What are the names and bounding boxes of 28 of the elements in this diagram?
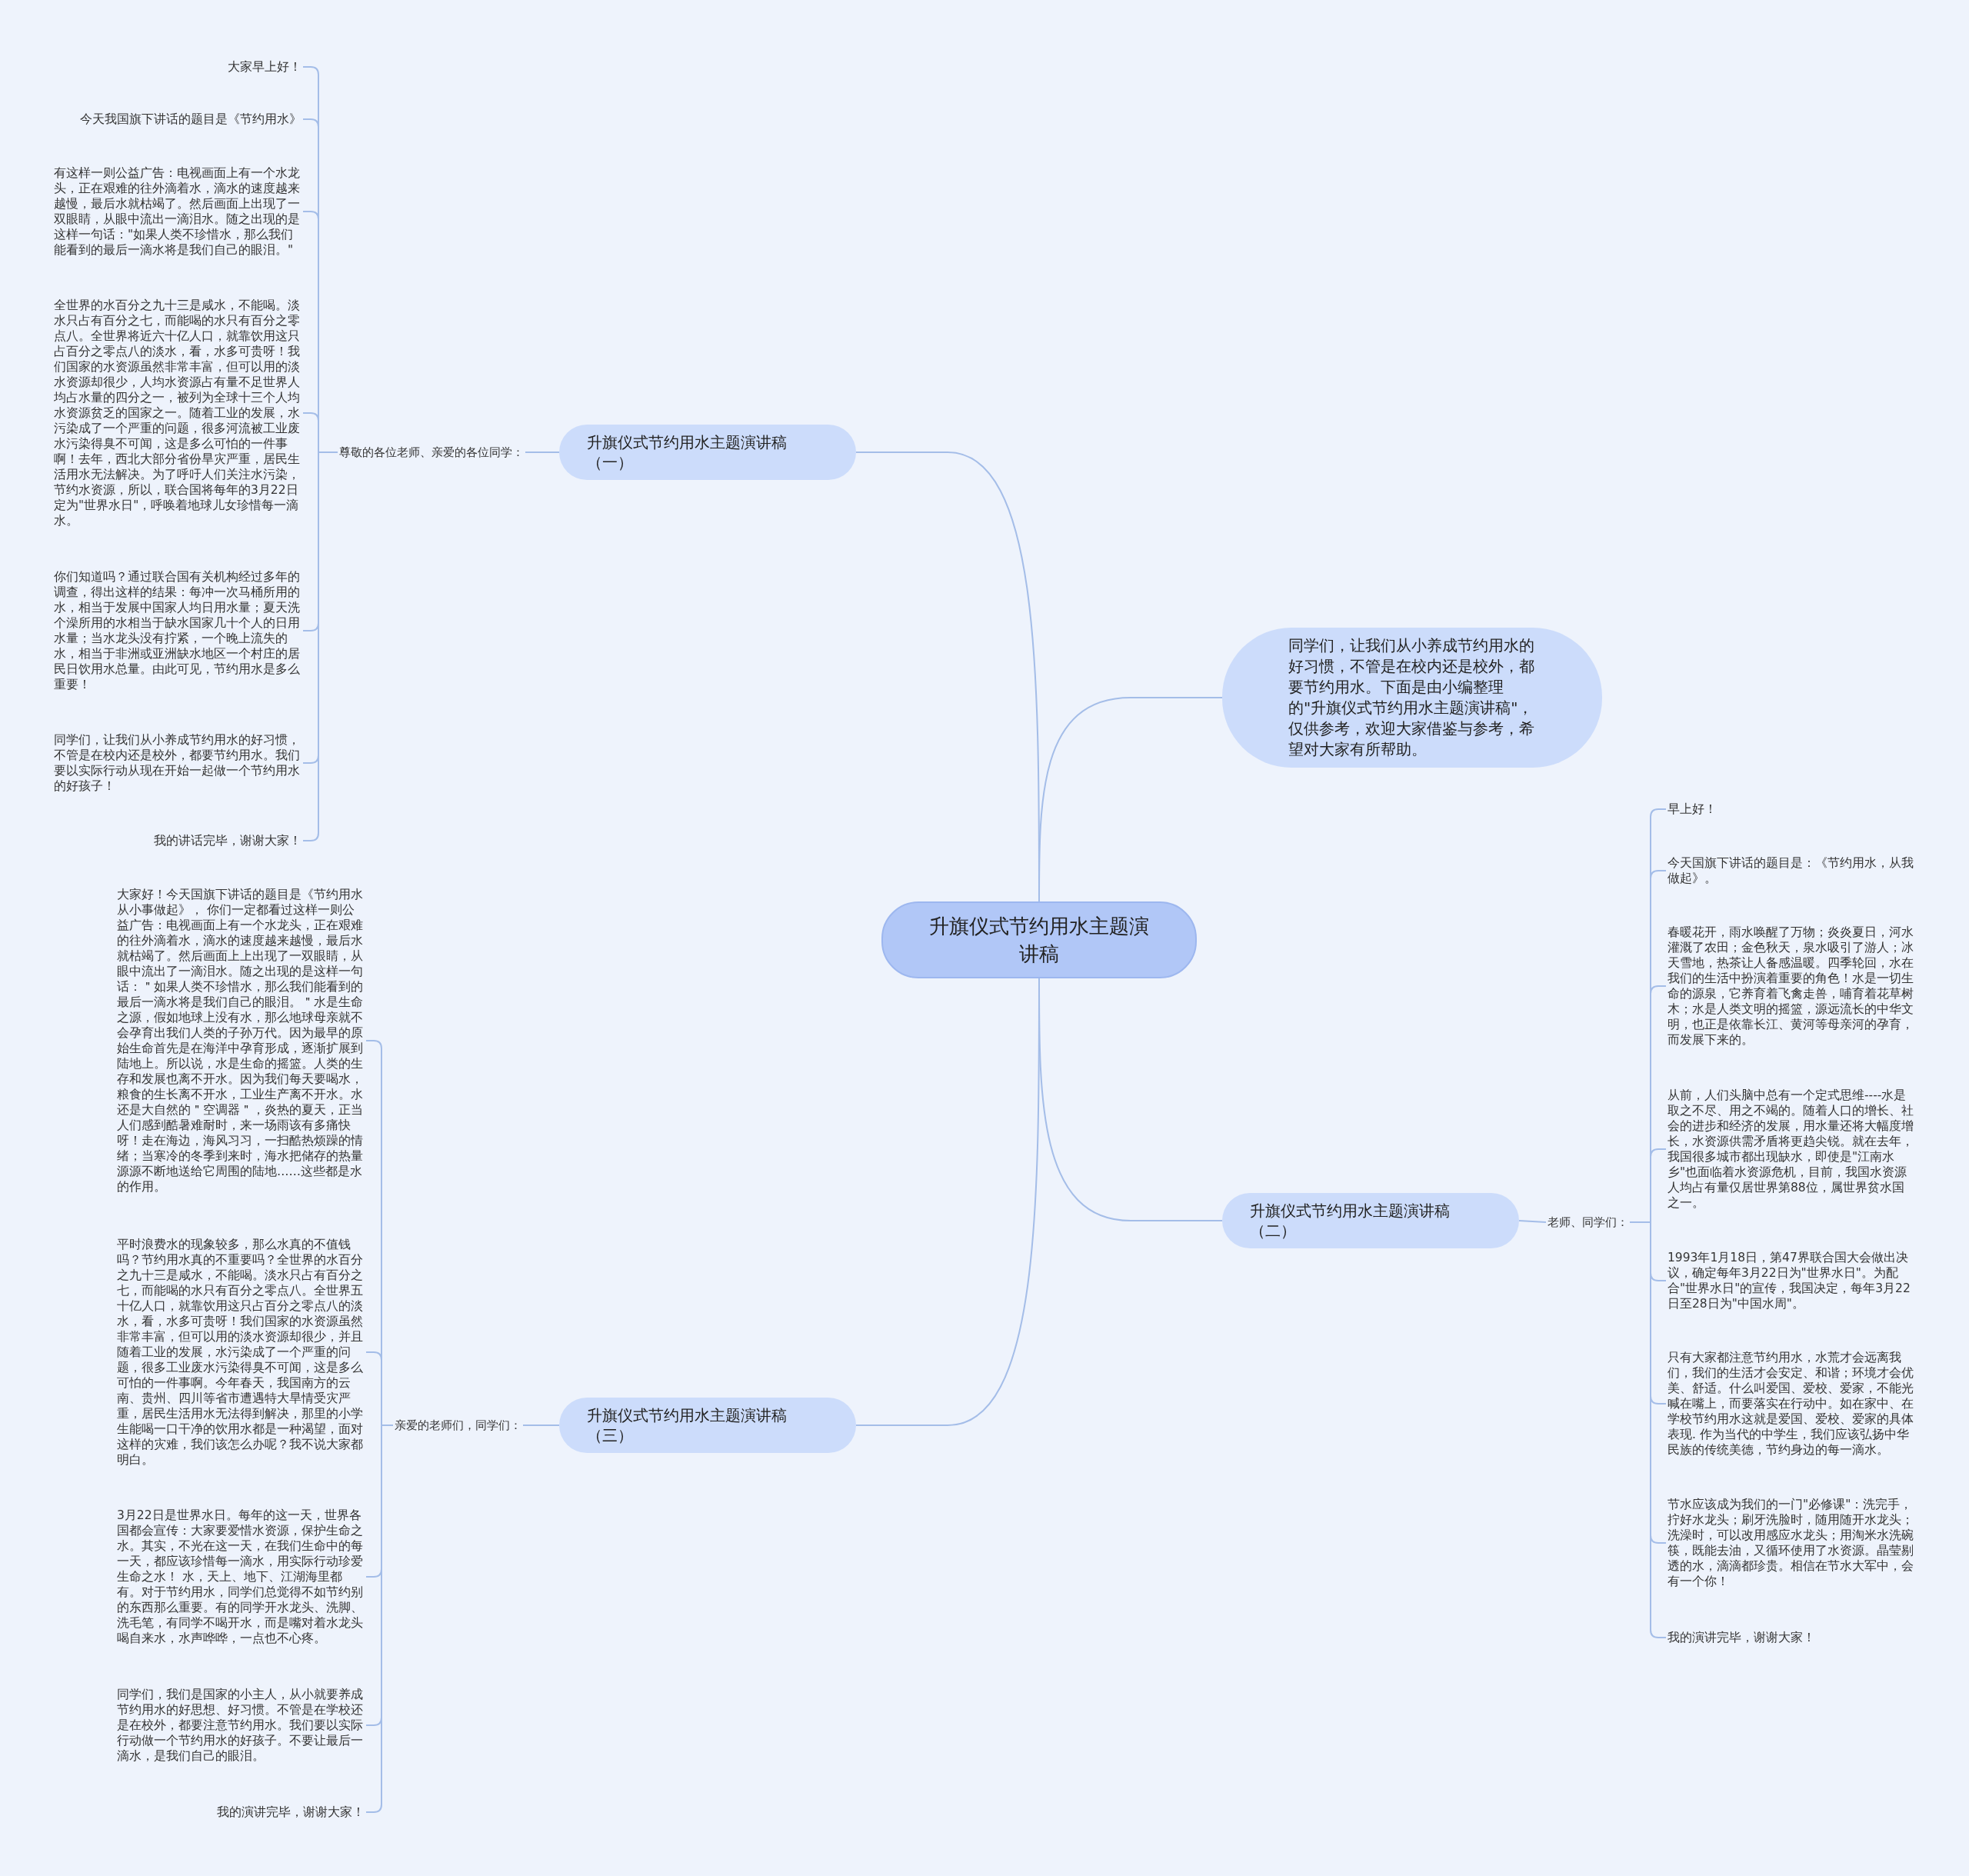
paragraph-text: 大家好！今天国旗下讲话的题目是《节约用水从小事做起》， 你们一定都看过这样一则公益广告：电视画面上有一个水龙头，正在艰难的往外滴着水，滴水的速度越来越慢，最后水就枯竭了。然后画面上上出现了一双眼睛，从眼中流出了一滴泪水。随之出现的是这样一句话：＂如果人类不珍惜水，那么我们能看到的最后一滴水将是我们自己的眼泪。＂水是生命之源，假如地球上没有水，那么地球母亲就不会孕育出我们人类的子孙万代。因为最早的原始生命首先是在海洋中孕育形成，逐渐扩展到陆地上。所以说，水是生命的摇篮。人类的生存和发展也离不开水。因为我们每天要喝水，粮食的生长离不开水，工业生产离不开水。水还是大自然的＂空调器＂，炎热的夏天，正当人们感到酷暑难耐时，来一场雨该有多痛快呀！走在海边，海风习习，一扫酷热烦躁的情绪；当寒冷的冬季到来时，海水把储存的热量源源不断地送给它周围的陆地……这些都是水的作用。 xyxy=(117,887,365,1195)
paragraph-text: 平时浪费水的现象较多，那么水真的不值钱吗？节约用水真的不重要吗？全世界的水百分之九十三是咸水，不能喝。淡水只占有百分之七，而能喝的水只有百分之零点八。全世界五十亿人口，就靠饮用这只占百分之零点八的淡水，看，水多可贵呀！我们国家的水资源虽然非常丰富，但可以用的淡水资源却很少，并且随着工业的发展，水污染成了一个严重的问题，很多工业废水污染得臭不可闻，这是多么可怕的一件事啊。今年春天，我国南方的云南、贵州、四川等省市遭遇特大旱情受灾严重，居民生活用水无法得到解决，那里的小学生能喝一口干净的饮用水都是一种渴望，面对这样的灾难，我们该怎么办呢？我不说大家都明白。 xyxy=(117,1237,365,1468)
connector-line xyxy=(1518,1220,1547,1223)
connector-line xyxy=(525,452,560,453)
paragraph-text: 只有大家都注意节约用水，水荒才会远离我们，我们的生活才会安定、和谐；环境才会优美、舒适。什么叫爱国、爱校、爱家，不能光喊在嘴上，而要落实在行动中。如在家中、在学校节约用水这就是爱国、爱校、爱家的具体表现. 作为当代的中学生，我们应该弘扬中华民族的传统美德，节约身边的每一滴水。 xyxy=(1667,1350,1915,1458)
paragraph-text: 从前，人们头脑中总有一个定式思维----水是取之不尽、用之不竭的。随着人口的增长、社会的进步和经济的发展，用水量还将大幅度增长，水资源供需矛盾将更趋尖锐。就在去年，我国很多城市都出现缺水，即使是"江南水乡"也面临着水资源危机，目前，我国水资源人均占有量仅居世界第88位，属世界贫水国之一。 xyxy=(1667,1088,1915,1211)
paragraph-text: 有这样一则公益广告：电视画面上有一个水龙头，正在艰难的往外滴着水，滴水的速度越来越慢，最后水就枯竭了。然后画面上出现了一双眼睛，从眼中流出一滴泪水。随之出现的是这样一句话："如果人类不珍惜水，那么我们能看到的最后一滴水将是我们自己的眼泪。" xyxy=(54,165,302,258)
paragraph-text: 全世界的水百分之九十三是咸水，不能喝。淡水只占有百分之七，而能喝的水只有百分之零点八。全世界将近六十亿人口，就靠饮用这只占百分之零点八的淡水，看，水多可贵呀！我们国家的水资源虽然非常丰富，但可以用的淡水资源却很少，人均水资源占有量不足世界人均占水量的四分之一，被列为全球十三个人均水资源贫乏的国家之一。随着工业的发展，水污染成了一个严重的问题，很多河流被工业废水污染得臭不可闻，这是多么可怕的一件事啊！去年，西北大部分省份旱灾严重，居民生活用水无法解决。为了呼吁人们关注水污染，节约水资源，所以，联合国将每年的3月22日定为"世界水日"，呼唤着地球儿女珍惜每一滴水。 xyxy=(54,298,302,528)
paragraph-text: 大家早上好！ xyxy=(228,59,302,75)
topic-box: 升旗仪式节约用水主题演讲稿（三） xyxy=(559,1398,856,1453)
paragraph-text: 今天国旗下讲话的题目是：《节约用水，从我做起》。 xyxy=(1667,855,1915,886)
paragraph-text: 早上好！ xyxy=(1667,801,1717,817)
paragraph-text: 我的讲话完毕，谢谢大家！ xyxy=(154,833,302,848)
paragraph-text: 节水应该成为我们的一门"必修课"：洗完手，拧好水龙头；刷牙洗脸时，随用随开水龙头；洗澡时，可以改用感应水龙头；用淘米水洗碗筷，既能去油，又循环使用了水资源。晶莹剔透的水，滴滴都珍贵。相信在节水大军中，会有一个你！ xyxy=(1667,1497,1915,1589)
central-topic: 升旗仪式节约用水主题演讲稿 xyxy=(881,901,1197,978)
paragraph-text: 今天我国旗下讲话的题目是《节约用水》 xyxy=(80,112,302,127)
topic-box: 升旗仪式节约用水主题演讲稿（一） xyxy=(559,425,856,480)
connector-line xyxy=(522,1424,560,1426)
paragraph-text: 春暖花开，雨水唤醒了万物；炎炎夏日，河水灌溉了农田；金色秋天，泉水吸引了游人；冰天雪地，热茶让人备感温暖。四季轮回，水在我们的生活中扮演着重要的角色！水是一切生命的源泉，它养育着飞禽走兽，哺育着花草树木；水是人类文明的摇篮，源远流长的中华文明，也正是依靠长江、黄河等母亲河的孕育，而发展下来的。 xyxy=(1667,925,1915,1048)
topic-box: 升旗仪式节约用水主题演讲稿（二） xyxy=(1222,1193,1519,1248)
paragraph-text: 我的演讲完毕，谢谢大家！ xyxy=(1667,1630,1815,1645)
paragraph-text: 3月22日是世界水日。每年的这一天，世界各国都会宣传：大家要爱惜水资源，保护生命之水。其实，不光在这一天，在我们生命中的每一天，都应该珍惜每一滴水，用实际行动珍爱生命之水！ 水，天上、地下、江湖海里都有。对于节约用水，同学们总觉得不如节约别的东西那么重要。有的同学开水龙头、洗脚、洗毛笔，有同学不喝开水，而是嘴对着水龙头喝自来水，水声哗哗，一点也不心疼。 xyxy=(117,1508,365,1646)
paragraph-text: 我的演讲完毕，谢谢大家！ xyxy=(217,1804,365,1820)
paragraph-text: 同学们，我们是国家的小主人，从小就要养成节约用水的好思想、好习惯。不管是在学校还是在校外，都要注意节约用水。我们要以实际行动做一个节约用水的好孩子。不要让最后一滴水，是我们自己的眼泪。 xyxy=(117,1687,365,1764)
paragraph-text: 同学们，让我们从小养成节约用水的好习惯，不管是在校内还是校外，都要节约用水。我们要以实际行动从现在开始一起做一个节约用水的好孩子！ xyxy=(54,732,302,794)
paragraph-text: 你们知道吗？通过联合国有关机构经过多年的调查，得出这样的结果：每冲一次马桶所用的水，相当于发展中国家人均日用水量；夏天洗个澡所用的水相当于缺水国家几十个人的日用水量；当水龙头没有拧紧，一个晚上流失的水，相当于非洲或亚洲缺水地区一个村庄的居民日饮用水总量。由此可见，节约用水是多么重要！ xyxy=(54,569,302,692)
summary-bubble: 同学们，让我们从小养成节约用水的好习惯，不管是在校内还是校外，都要节约用水。下面是由小编整理的"升旗仪式节约用水主题演讲稿"，仅供参考，欢迎大家借鉴与参考，希望对大家有所帮助。 xyxy=(1222,628,1602,768)
paragraph-text: 1993年1月18日，第47界联合国大会做出决议，确定每年3月22日为"世界水日"。为配合"世界水日"的宣传，我国决定，每年3月22日至28日为"中国水周"。 xyxy=(1667,1250,1915,1311)
